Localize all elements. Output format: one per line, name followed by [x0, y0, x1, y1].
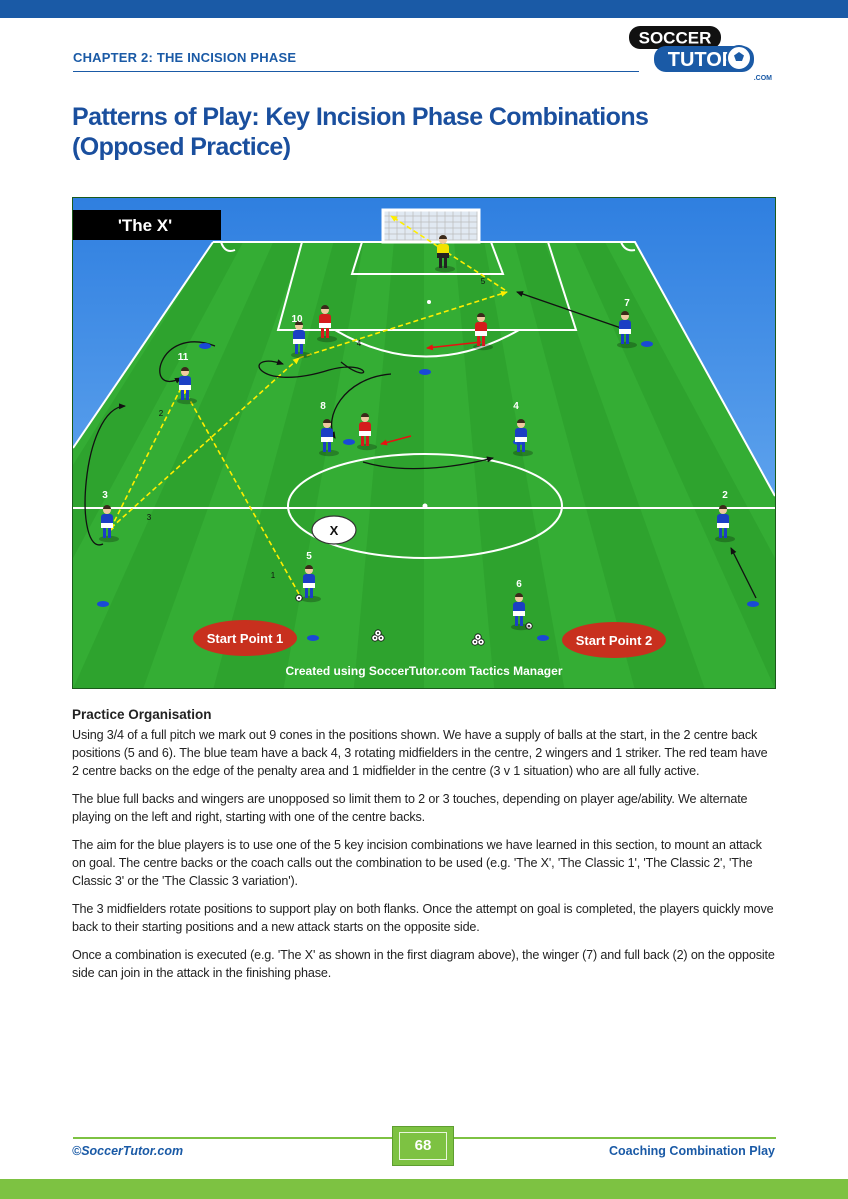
- penalty-arc: [334, 329, 520, 358]
- article-body: Practice Organisation Using 3/4 of a ful…: [72, 707, 776, 992]
- tactics-diagram: 10 11 8 4 7 3 2 5 6 1 2 3 4 5 'The X' X Start Point …: [72, 197, 776, 689]
- chapter-rule: [73, 71, 639, 72]
- grass-stripe: [514, 242, 705, 688]
- red-press-line-2: [380, 435, 412, 446]
- paragraph-3: The aim for the blue players is to use o…: [72, 838, 762, 888]
- cone: [307, 635, 319, 641]
- cone: [641, 341, 653, 347]
- red-centre-back-right: [473, 313, 493, 351]
- pass-number-label: 3: [147, 513, 152, 522]
- grass-stripe: [574, 242, 775, 688]
- player-number-label: 7: [624, 298, 630, 309]
- player-5: [301, 565, 321, 603]
- footer-copyright: ©SoccerTutor.com: [72, 1144, 184, 1158]
- pass-line-3: [110, 357, 300, 529]
- callout-text: X: [330, 523, 339, 538]
- player-number-label: 2: [722, 490, 728, 501]
- pass-number-label: 1: [271, 571, 276, 580]
- run-line-striker: [258, 359, 365, 378]
- paragraph-5: Once a combination is executed (e.g. 'Th…: [72, 948, 775, 980]
- logo-bottom-text: TUTOR: [668, 49, 737, 71]
- goal-area: [350, 241, 505, 275]
- diagram-label: 'The X': [118, 216, 172, 235]
- centre-circle: [287, 453, 563, 559]
- grass-stripe: [353, 242, 424, 688]
- player-10: [291, 321, 311, 359]
- start-point-2: Start Point 2: [562, 622, 666, 658]
- goal: [381, 208, 481, 244]
- player-6: [511, 593, 531, 631]
- cone: [747, 601, 759, 607]
- chapter-heading: CHAPTER 2: THE INCISION PHASE: [73, 50, 297, 65]
- player-number-label: 6: [516, 579, 522, 590]
- start-point-1: Start Point 1: [193, 620, 297, 656]
- red-midfielder: [357, 413, 377, 451]
- page-title: Patterns of Play: Key Incision Phase Com…: [72, 102, 772, 162]
- penalty-area: [276, 241, 578, 331]
- cone: [97, 601, 109, 607]
- soccertutor-logo: SOCCER TUTOR .COM: [629, 26, 772, 82]
- top-color-bar: [0, 0, 848, 18]
- pass-number-label: 2: [159, 409, 164, 418]
- page-number: 68: [414, 1137, 432, 1154]
- grass-stripe: [73, 242, 304, 688]
- pass-line-4: [298, 290, 508, 359]
- player-numbers: 10 11 8 4 7 3 2 5 6: [102, 298, 728, 590]
- run-line-winger-7: [516, 291, 622, 329]
- start-point-1-label: Start Point 1: [207, 631, 284, 646]
- title-line-1: Patterns of Play: Key Incision Phase Com…: [72, 103, 649, 131]
- logo-top-text: SOCCER: [639, 29, 712, 48]
- diagram-credit: Created using SoccerTutor.com Tactics Ma…: [286, 664, 563, 678]
- player-11: [177, 367, 197, 405]
- cone: [343, 439, 355, 445]
- run-line-midfield-4: [362, 456, 494, 470]
- ball-supplies: [295, 594, 533, 646]
- page-number-box: 68: [392, 1126, 454, 1166]
- diagram-label-box: [73, 210, 221, 240]
- pass-number-label: 4: [357, 339, 362, 348]
- players: [99, 235, 735, 631]
- run-line-fullback-2: [730, 547, 757, 599]
- player-4: [513, 419, 533, 457]
- goalkeeper: [435, 235, 455, 273]
- pitch-svg: 10 11 8 4 7 3 2 5 6 1 2 3 4 5 'The X' X Start Point …: [73, 198, 775, 688]
- bottom-color-bar: [0, 1179, 848, 1199]
- pass-number-label: 5: [481, 277, 486, 286]
- paragraph-2: The blue full backs and wingers are unop…: [72, 792, 748, 824]
- cone: [199, 343, 211, 349]
- run-line-left-back: [84, 403, 126, 546]
- pass-line-2: [108, 387, 182, 533]
- x-callout: X: [311, 515, 357, 545]
- player-number-label: 5: [306, 551, 312, 562]
- player-number-label: 3: [102, 490, 108, 501]
- player-number-label: 8: [320, 401, 326, 412]
- red-press-line-1: [426, 341, 482, 351]
- start-point-2-label: Start Point 2: [576, 633, 653, 648]
- player-number-label: 4: [513, 401, 519, 412]
- paragraph-1: Using 3/4 of a full pitch we mark out 9 …: [72, 728, 768, 778]
- section-heading: Practice Organisation: [72, 707, 212, 722]
- title-line-2: (Opposed Practice): [72, 133, 291, 161]
- grass-stripe: [73, 242, 244, 559]
- player-7: [617, 311, 637, 349]
- cone: [419, 369, 431, 375]
- red-centre-back-left: [317, 305, 337, 343]
- footer-book-title: Coaching Combination Play: [609, 1144, 775, 1158]
- player-2: [715, 505, 735, 543]
- player-number-label: 11: [178, 352, 189, 363]
- player-8: [319, 419, 339, 457]
- pass-numbers: 1 2 3 4 5: [147, 277, 486, 580]
- run-line-winger: [159, 341, 216, 384]
- grass-stripe: [213, 242, 364, 688]
- player-3: [99, 505, 119, 543]
- paragraph-4: The 3 midfielders rotate positions to su…: [72, 902, 774, 934]
- player-number-label: 10: [291, 314, 303, 325]
- logo-com-text: .COM: [754, 75, 772, 82]
- cone: [537, 635, 549, 641]
